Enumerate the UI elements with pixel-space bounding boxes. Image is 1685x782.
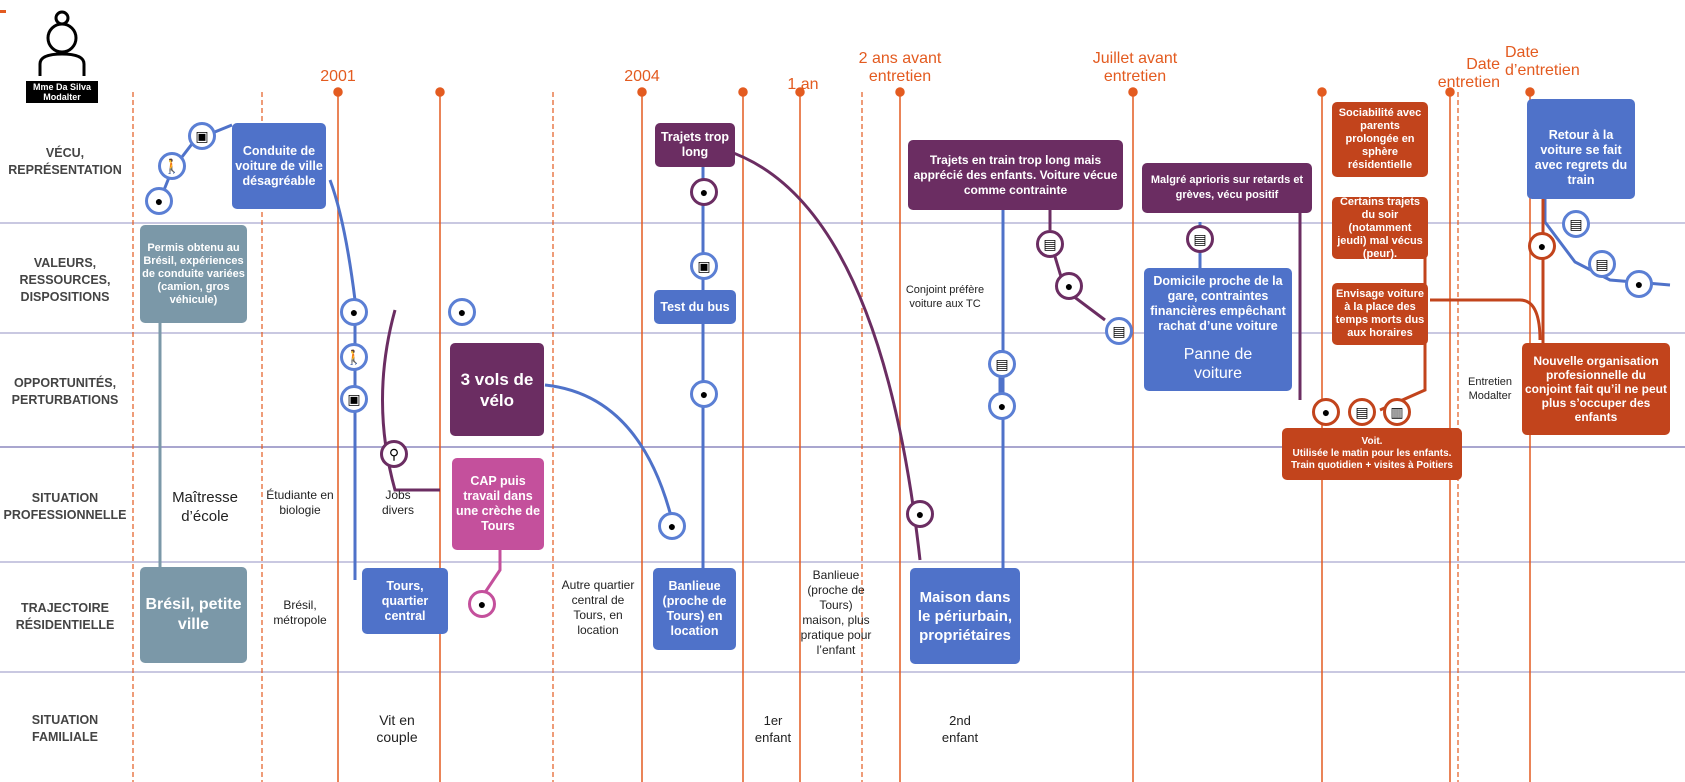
row-label-famille: SITUATION FAMILIALE bbox=[31, 713, 99, 744]
train-icon: ▤ bbox=[1105, 317, 1133, 345]
box-retour: Retour à la voiture se fait avec regrets… bbox=[1527, 99, 1635, 199]
walk-icon: 🚶 bbox=[158, 152, 186, 180]
person-avatar: Mme Da Silva Modalter bbox=[22, 8, 102, 103]
train-icon: ▤ bbox=[988, 350, 1016, 378]
corner-mark bbox=[0, 10, 6, 13]
car-icon: ● bbox=[658, 512, 686, 540]
train-icon: ▤ bbox=[1036, 230, 1064, 258]
box-domicile: Domicile proche de la gare, contraintes … bbox=[1144, 268, 1292, 391]
text-premier-enfant: 1er enfant bbox=[754, 713, 792, 745]
train-icon: ▤ bbox=[1562, 210, 1590, 238]
text-bresil-metro: Brésil, métropole bbox=[273, 598, 327, 627]
walk-icon: 🚶 bbox=[340, 343, 368, 371]
car-icon: ● bbox=[690, 178, 718, 206]
car-icon: ● bbox=[1528, 232, 1556, 260]
date-2001: 2001 bbox=[320, 68, 356, 85]
box-maison: Maison dans le périurbain, propriétaires bbox=[910, 568, 1020, 664]
car-icon: ● bbox=[1055, 272, 1083, 300]
car-icon: ● bbox=[340, 298, 368, 326]
box-test-bus: Test du bus bbox=[654, 290, 736, 324]
date-juillet: Juillet avant entretien bbox=[1092, 50, 1178, 85]
bus-icon: ▣ bbox=[188, 122, 216, 150]
box-banlieue-loc: Banlieue (proche de Tours) en location bbox=[653, 568, 736, 650]
box-trajets-train: Trajets en train trop long mais apprécié… bbox=[908, 140, 1123, 210]
date-1-an: 1 an bbox=[787, 76, 819, 93]
box-panne: Panne de voiture bbox=[1183, 346, 1253, 382]
text-autre-quartier: Autre quartier central de Tours, en loca… bbox=[561, 578, 635, 637]
row-label-vecu: VÉCU, REPRÉSENTATION bbox=[8, 146, 122, 177]
tram-icon: ▥ bbox=[1383, 398, 1411, 426]
box-vols: 3 vols de vélo bbox=[450, 343, 544, 436]
train-icon: ▤ bbox=[1348, 398, 1376, 426]
car-icon: ● bbox=[906, 500, 934, 528]
box-trajets-long: Trajets trop long bbox=[655, 123, 735, 167]
box-permis: Permis obtenu au Brésil, expériences de … bbox=[140, 225, 247, 323]
car-icon: ● bbox=[988, 392, 1016, 420]
box-cap: CAP puis travail dans une crèche de Tour… bbox=[452, 458, 544, 550]
row-label-valeurs: VALEURS, RESSOURCES, DISPOSITIONS bbox=[19, 256, 111, 304]
row-label-situation-pro: SITUATION PROFESSIONNELLE bbox=[3, 491, 127, 522]
text-banlieue-maison: Banlieue (proche de Tours) maison, plus … bbox=[800, 568, 872, 657]
text-maitresse: Maîtresse d’école bbox=[172, 489, 238, 525]
person-label: Mme Da Silva Modalter bbox=[26, 81, 98, 103]
bus-icon: ▣ bbox=[690, 252, 718, 280]
text-conjoint: Conjoint préfère voiture aux TC bbox=[905, 284, 985, 310]
train-icon: ▤ bbox=[1186, 225, 1214, 253]
text-jobs: Jobs divers bbox=[381, 488, 414, 517]
train-icon: ▤ bbox=[1588, 250, 1616, 278]
person-name: Mme Da Silva bbox=[32, 82, 92, 92]
bike-icon: ⚲ bbox=[380, 440, 408, 468]
box-envisage: Envisage voiture à la place des temps mo… bbox=[1332, 283, 1428, 345]
car-icon: ● bbox=[1312, 398, 1340, 426]
car-icon: ● bbox=[145, 187, 173, 215]
text-entretien-modalter: Entretien Modalter bbox=[1467, 376, 1513, 402]
car-icon: ● bbox=[448, 298, 476, 326]
car-icon: ● bbox=[690, 380, 718, 408]
box-tours-central: Tours, quartier central bbox=[362, 568, 448, 634]
box-certains: Certains trajets du soir (notamment jeud… bbox=[1332, 196, 1428, 260]
box-sociabilite: Sociabilité avec parents prolongée en sp… bbox=[1332, 102, 1428, 177]
box-malgre: Malgré aprioris sur retards et grèves, v… bbox=[1142, 163, 1312, 213]
text-second-enfant: 2nd enfant bbox=[941, 713, 979, 745]
date-entretien: Date entretien bbox=[1437, 56, 1500, 91]
text-vit-couple: Vit en couple bbox=[376, 712, 418, 745]
box-nouvelle: Nouvelle organisation profesionnelle du … bbox=[1522, 343, 1670, 435]
person-icon bbox=[38, 10, 86, 76]
row-label-trajectoire: TRAJECTOIRE RÉSIDENTIELLE bbox=[15, 601, 115, 632]
row-label-opportunites: OPPORTUNITÉS, PERTURBATIONS bbox=[11, 376, 119, 407]
bus-icon: ▣ bbox=[340, 385, 368, 413]
date-d-entretien: Date d’entretien bbox=[1505, 44, 1580, 79]
box-conduite: Conduite de voiture de ville désagréable bbox=[232, 123, 326, 209]
date-2004: 2004 bbox=[624, 68, 660, 85]
person-project: Modalter bbox=[43, 92, 81, 102]
car-icon: ● bbox=[1625, 270, 1653, 298]
car-icon: ● bbox=[468, 590, 496, 618]
box-voit: Voit. Utilisée le matin pour les enfants… bbox=[1282, 428, 1462, 480]
text-etudiante: Étudiante en biologie bbox=[266, 488, 334, 517]
box-bresil-petite: Brésil, petite ville bbox=[140, 567, 247, 663]
date-2-ans: 2 ans avant entretien bbox=[858, 50, 942, 85]
